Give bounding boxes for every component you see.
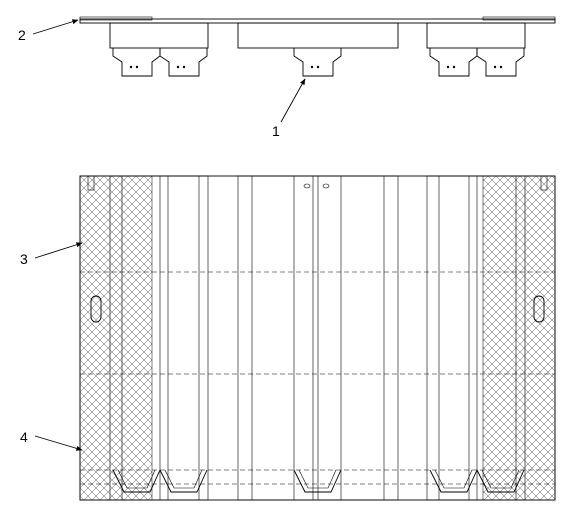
plan-brackets xyxy=(112,469,525,493)
bracket-5 xyxy=(476,48,525,77)
plate-end-right xyxy=(482,16,556,21)
notch-right xyxy=(540,175,548,191)
slot-left xyxy=(90,295,102,323)
callout-label-3: 3 xyxy=(20,251,28,267)
side-elevation-view xyxy=(79,16,556,77)
bracket-2 xyxy=(159,48,208,77)
hatched-panel-left xyxy=(79,175,153,501)
hole-right xyxy=(322,183,330,189)
callout-4: 4 xyxy=(20,429,83,451)
column-outline-3 xyxy=(426,175,526,501)
bracket-1 xyxy=(112,48,161,77)
callout-2: 2 xyxy=(18,19,79,43)
notch-left xyxy=(87,175,95,191)
plan-view xyxy=(79,175,556,501)
column-outline-1 xyxy=(109,175,209,501)
hole-left xyxy=(303,183,311,189)
callout-3: 3 xyxy=(20,242,83,267)
plate-end-left xyxy=(79,16,153,21)
housing-center xyxy=(237,22,399,49)
callout-1: 1 xyxy=(272,78,306,139)
hatched-panel-right xyxy=(482,175,556,501)
base-plate xyxy=(79,18,556,24)
slot-right xyxy=(533,295,545,323)
callout-label-2: 2 xyxy=(18,27,26,43)
housing-right xyxy=(426,22,526,49)
callout-label-4: 4 xyxy=(20,429,28,445)
bracket-3 xyxy=(293,48,342,77)
callout-label-1: 1 xyxy=(272,123,280,139)
housing-left xyxy=(109,22,209,49)
bracket-4 xyxy=(429,48,478,77)
